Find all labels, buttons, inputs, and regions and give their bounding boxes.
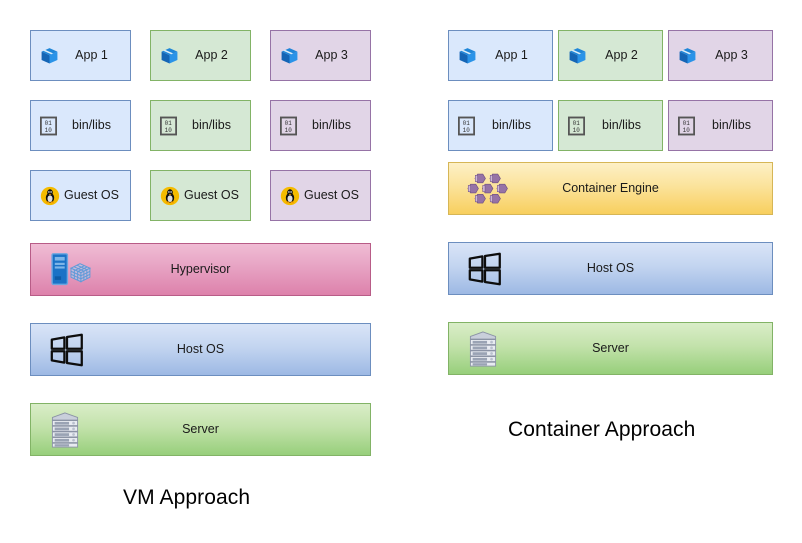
container-app-3-label: App 3 xyxy=(715,48,748,63)
container-cluster-icon xyxy=(467,173,511,205)
binary-icon: 01 10 xyxy=(279,116,298,135)
windows-icon xyxy=(467,252,503,285)
vm-server-band[interactable]: Server xyxy=(30,403,371,456)
svg-text:01: 01 xyxy=(463,120,471,127)
binary-icon: 01 10 xyxy=(159,116,178,135)
container-hostos-label: Host OS xyxy=(586,261,635,276)
vm-binlibs-2-box[interactable]: 01 10 bin/libs xyxy=(150,100,251,151)
svg-text:10: 10 xyxy=(683,126,691,133)
container-app-1-box[interactable]: App 1 xyxy=(448,30,553,81)
package-icon xyxy=(160,46,179,65)
vm-binlibs-3-box[interactable]: 01 10 bin/libs xyxy=(270,100,371,151)
vm-app-3-box[interactable]: App 3 xyxy=(270,30,371,81)
vm-binlibs-3-label: bin/libs xyxy=(312,118,351,133)
svg-text:10: 10 xyxy=(285,126,293,133)
vm-binlibs-1-label: bin/libs xyxy=(72,118,111,133)
vm-app-1-box[interactable]: App 1 xyxy=(30,30,131,81)
vm-guestos-2-label: Guest OS xyxy=(184,188,239,203)
package-icon xyxy=(40,46,59,65)
binary-icon: 01 10 xyxy=(39,116,58,135)
svg-text:10: 10 xyxy=(165,126,173,133)
container-binlibs-2-box[interactable]: 01 10 bin/libs xyxy=(558,100,663,151)
svg-text:10: 10 xyxy=(463,126,471,133)
container-app-2-box[interactable]: App 2 xyxy=(558,30,663,81)
container-server-label: Server xyxy=(592,341,629,356)
svg-text:10: 10 xyxy=(45,126,53,133)
linux-tux-icon xyxy=(280,186,300,206)
package-icon xyxy=(458,46,477,65)
vm-app-2-label: App 2 xyxy=(195,48,228,63)
vm-guestos-3-label: Guest OS xyxy=(304,188,359,203)
container-engine-band[interactable]: Container Engine xyxy=(448,162,773,215)
svg-text:01: 01 xyxy=(683,120,691,127)
svg-text:10: 10 xyxy=(573,126,581,133)
container-binlibs-2-label: bin/libs xyxy=(602,118,641,133)
binary-icon: 01 10 xyxy=(567,116,586,135)
vm-hypervisor-band[interactable]: Hypervisor xyxy=(30,243,371,296)
svg-text:01: 01 xyxy=(45,120,53,127)
container-binlibs-3-box[interactable]: 01 10 bin/libs xyxy=(668,100,773,151)
linux-tux-icon xyxy=(160,186,180,206)
package-icon xyxy=(280,46,299,65)
container-engine-label: Container Engine xyxy=(562,181,659,196)
vm-guestos-1-label: Guest OS xyxy=(64,188,119,203)
container-binlibs-1-label: bin/libs xyxy=(492,118,531,133)
windows-icon xyxy=(49,333,85,366)
binary-icon: 01 10 xyxy=(457,116,476,135)
svg-text:01: 01 xyxy=(285,120,293,127)
vm-app-2-box[interactable]: App 2 xyxy=(150,30,251,81)
vm-hypervisor-label: Hypervisor xyxy=(170,262,231,277)
container-approach-caption: Container Approach xyxy=(508,418,696,441)
vm-guestos-2-box[interactable]: Guest OS xyxy=(150,170,251,221)
vm-guestos-1-box[interactable]: Guest OS xyxy=(30,170,131,221)
container-app-1-label: App 1 xyxy=(495,48,528,63)
server-rack-icon xyxy=(467,330,499,367)
binary-icon: 01 10 xyxy=(677,116,696,135)
linux-tux-icon xyxy=(40,186,60,206)
vm-app-3-label: App 3 xyxy=(315,48,348,63)
vm-hostos-label: Host OS xyxy=(176,342,225,357)
server-rack-icon xyxy=(49,411,81,448)
vm-approach-caption: VM Approach xyxy=(123,486,251,509)
vm-binlibs-1-box[interactable]: 01 10 bin/libs xyxy=(30,100,131,151)
vm-server-label: Server xyxy=(182,422,219,437)
package-icon xyxy=(678,46,697,65)
svg-text:01: 01 xyxy=(165,120,173,127)
container-app-3-box[interactable]: App 3 xyxy=(668,30,773,81)
container-binlibs-3-label: bin/libs xyxy=(712,118,751,133)
vm-binlibs-2-label: bin/libs xyxy=(192,118,231,133)
svg-text:01: 01 xyxy=(573,120,581,127)
vm-app-1-label: App 1 xyxy=(75,48,108,63)
container-app-2-label: App 2 xyxy=(605,48,638,63)
container-hostos-band[interactable]: Host OS xyxy=(448,242,773,295)
package-icon xyxy=(568,46,587,65)
container-binlibs-1-box[interactable]: 01 10 bin/libs xyxy=(448,100,553,151)
vm-guestos-3-box[interactable]: Guest OS xyxy=(270,170,371,221)
hypervisor-icon xyxy=(49,252,93,288)
container-server-band[interactable]: Server xyxy=(448,322,773,375)
vm-hostos-band[interactable]: Host OS xyxy=(30,323,371,376)
